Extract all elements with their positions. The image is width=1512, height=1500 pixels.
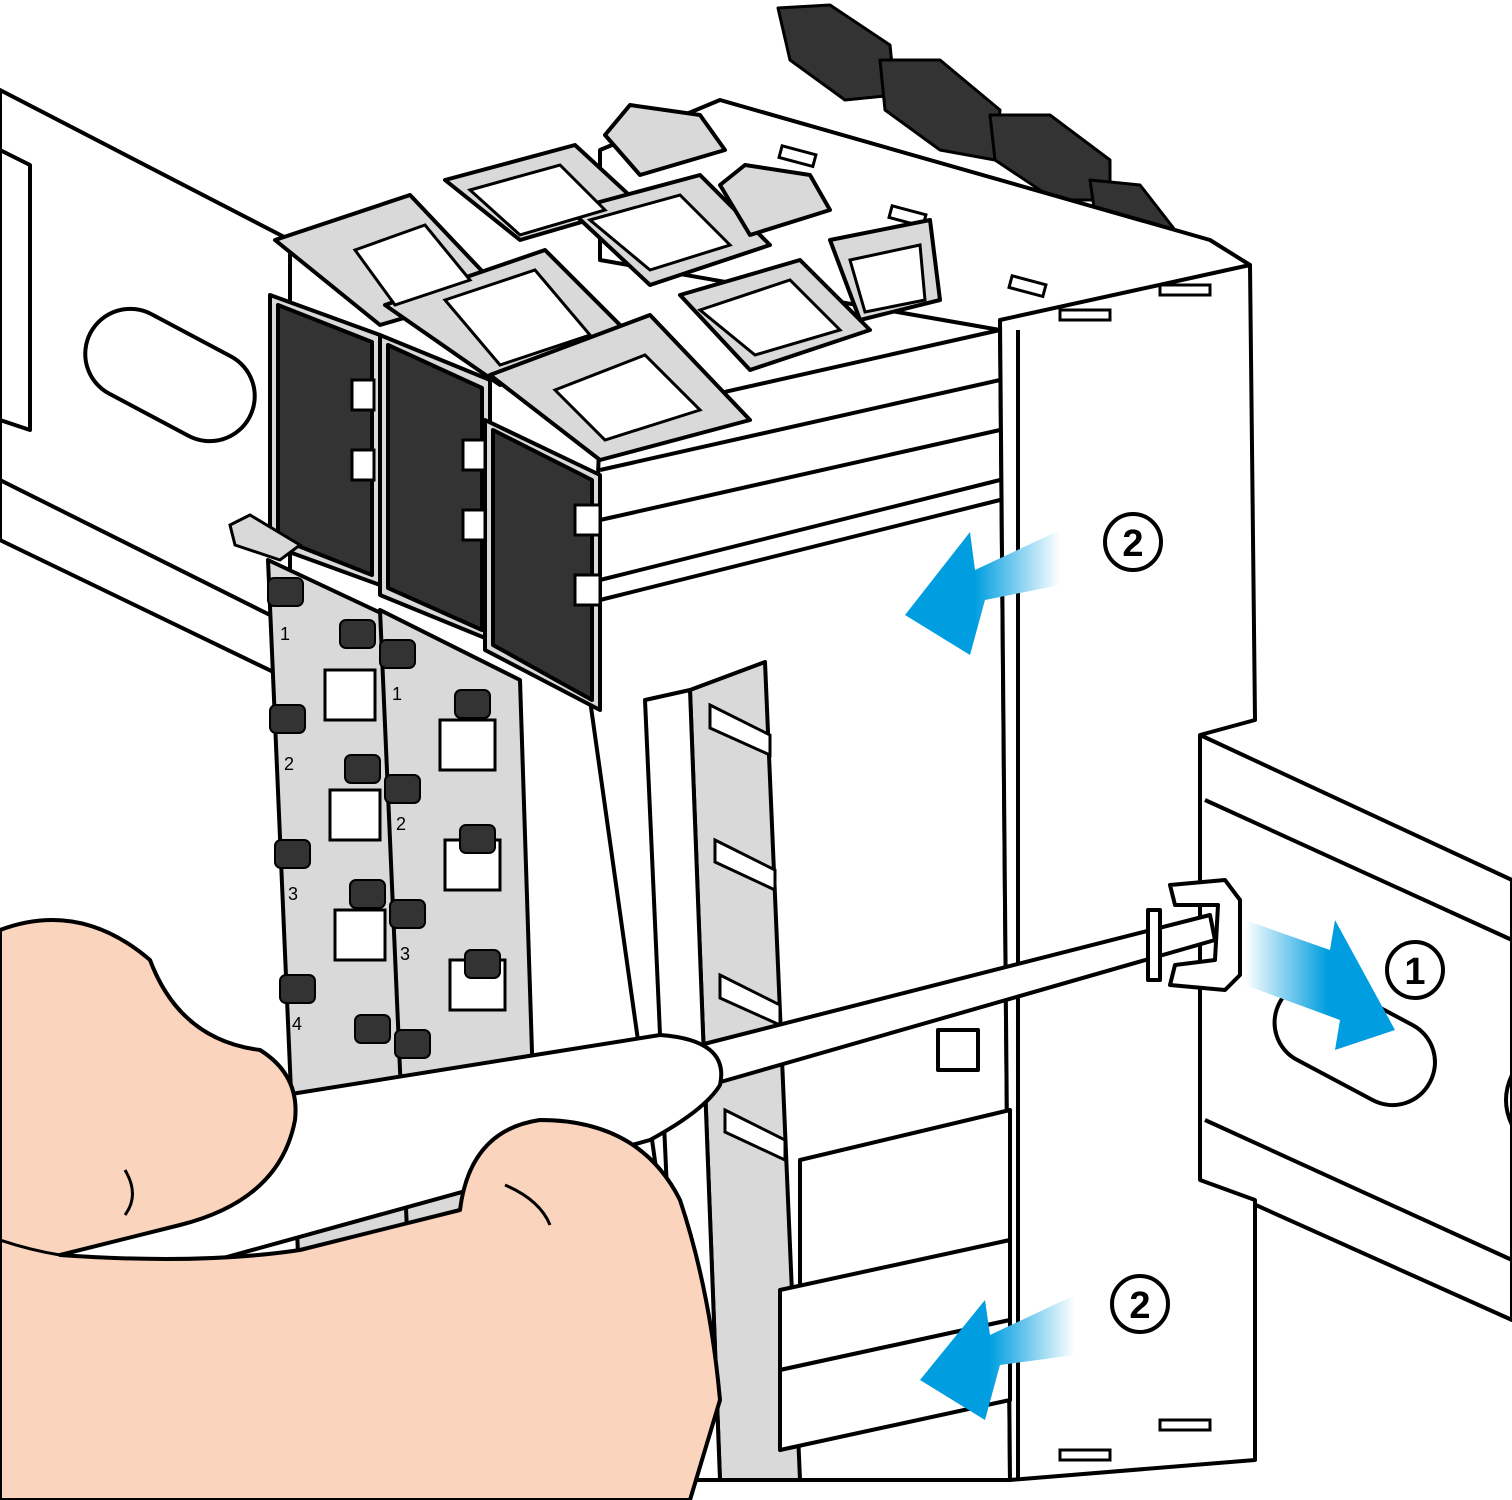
terminal-cover-openings (352, 163, 927, 442)
step-1-circle (1385, 940, 1445, 1000)
guide-notches (708, 702, 787, 1163)
step-callout-2-bottom: 2 (1110, 1274, 1170, 1334)
release-tab (228, 513, 303, 562)
terminal-left-4: 4 (292, 1014, 302, 1034)
arrow-pull-module-top (905, 530, 1060, 655)
step-2-top-label: 2 (1122, 523, 1143, 565)
hand-creases (0, 1169, 552, 1257)
din-locking-clip (1168, 878, 1242, 992)
terminal-left-1: 1 (280, 624, 290, 644)
terminal-left-3: 3 (288, 884, 298, 904)
hand (0, 918, 722, 1500)
terminal-left-2: 2 (284, 754, 294, 774)
step-callout-1: 1 (1385, 940, 1445, 1000)
terminal-right-2: 2 (396, 814, 406, 834)
terminal-push-buttons (267, 577, 506, 1104)
module-lower-boxes (778, 1028, 1012, 1452)
step-2-bottom-circle (1110, 1274, 1170, 1334)
step-callout-2-top: 2 (1103, 512, 1163, 572)
screwdriver (58, 908, 1217, 1272)
rail-slot-left (83, 306, 257, 444)
terminal-insert-notches (350, 378, 602, 607)
step-2-top-circle (1103, 512, 1163, 572)
locking-levers (776, 3, 1177, 252)
terminal-right-1: 1 (392, 684, 402, 704)
step-1-label: 1 (1404, 951, 1425, 993)
arrow-pull-module-bottom (920, 1295, 1075, 1420)
step-2-bottom-label: 2 (1129, 1285, 1150, 1327)
terminal-block-fronts (268, 293, 602, 712)
arrow-release-clip (1245, 920, 1395, 1050)
terminal-right-3: 3 (400, 944, 410, 964)
module-front-details (599, 378, 1001, 602)
